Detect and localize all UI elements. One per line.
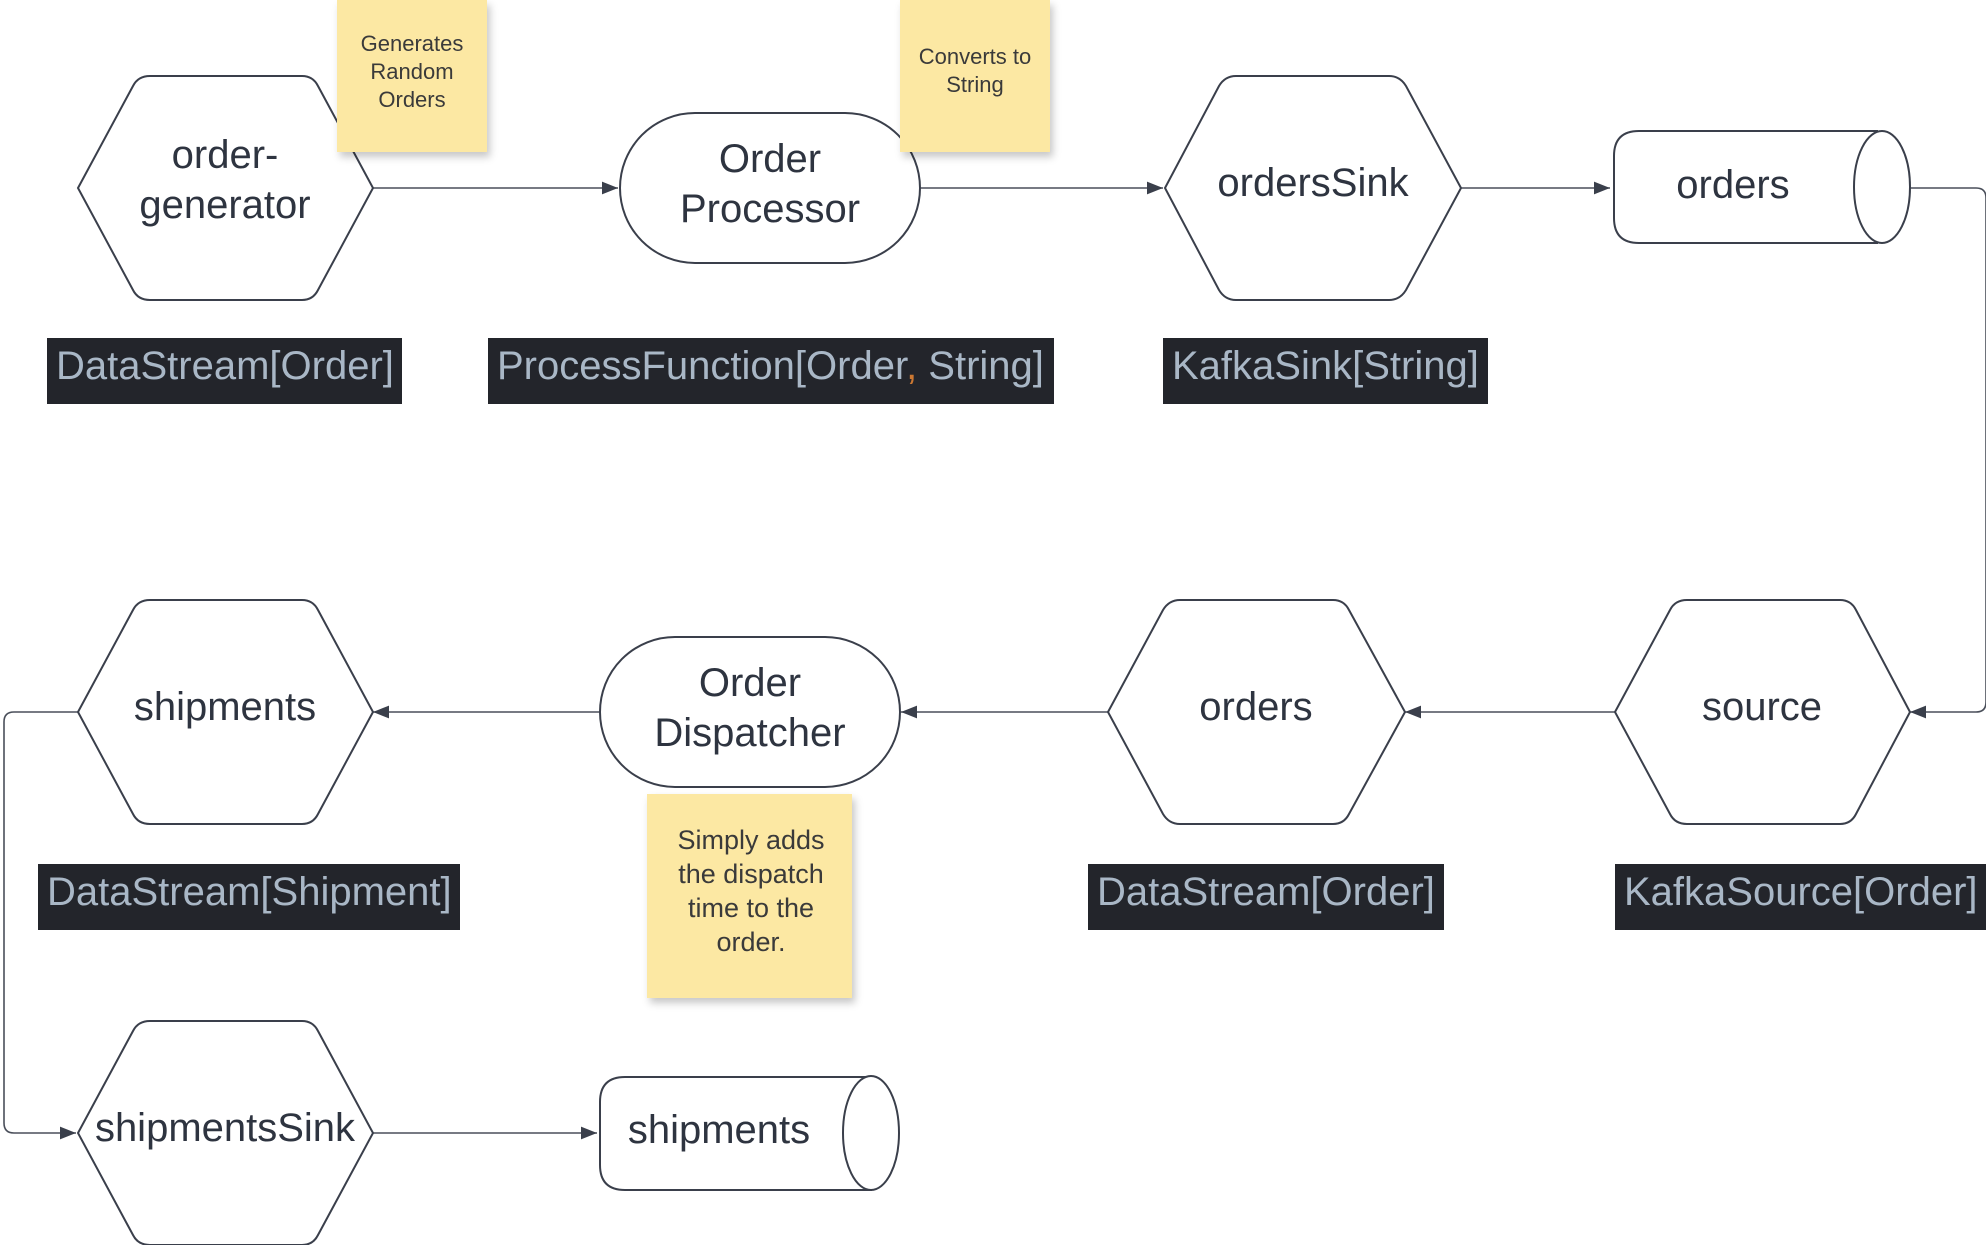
sticky-note-bg [337, 0, 487, 152]
sticky-note-converts-line2: String [946, 72, 1003, 97]
shipments-stream-label: shipments [134, 685, 316, 729]
sticky-note-generates[interactable]: Generates Random Orders [337, 0, 487, 152]
type-label-source: KafkaSource[Order] [1615, 864, 1986, 930]
orders-stream-node[interactable]: orders [1106, 599, 1407, 825]
type-label-sink-text: KafkaSink[String] [1172, 344, 1479, 388]
stadium-shape [599, 636, 901, 788]
sticky-note-bg [647, 794, 852, 998]
cylinder-body [1613, 130, 1878, 244]
orders-topic-label: orders [1676, 163, 1789, 207]
orders-topic-node[interactable]: orders [1613, 130, 1911, 244]
type-label-bg [488, 338, 1054, 404]
type-label-bg [38, 864, 460, 930]
order-dispatcher-node[interactable]: Order Dispatcher [599, 636, 901, 788]
sticky-note-generates-line2: Random [370, 59, 453, 84]
orders-sink-node[interactable]: ordersSink [1163, 75, 1463, 301]
sticky-note-converts-line1: Converts to [919, 44, 1032, 69]
hexagon-shape [1163, 75, 1463, 301]
type-label-bg [1088, 864, 1444, 930]
type-label-shipments-stream-text: DataStream[Shipment] [47, 870, 452, 914]
type-label-bg [1163, 338, 1488, 404]
order-dispatcher-label-line2: Dispatcher [654, 711, 845, 755]
edge-orders-topic-to-source [1910, 187, 1986, 719]
hexagon-shape [76, 75, 375, 301]
sticky-note-converts[interactable]: Converts to String [900, 0, 1050, 152]
sticky-note-dispatch-line4: order. [716, 927, 785, 957]
source-node[interactable]: source [1613, 599, 1912, 825]
cylinder-cap [1853, 130, 1911, 244]
sticky-note-dispatch-line2: the dispatch [678, 859, 824, 889]
hexagon-shape [76, 1020, 375, 1245]
hexagon-shape [1106, 599, 1407, 825]
sticky-note-dispatch-line1: Simply adds [677, 825, 824, 855]
type-label-generator: DataStream[Order] [47, 338, 402, 404]
order-processor-node[interactable]: Order Processor [619, 112, 921, 264]
sticky-note-dispatch-line3: time to the [688, 893, 814, 923]
stadium-shape [619, 112, 921, 264]
cylinder-cap [842, 1075, 900, 1191]
sticky-note-generates-line3: Orders [378, 87, 445, 112]
sticky-note-bg [900, 0, 1050, 152]
type-label-processor-text: ProcessFunction[Order, String] [497, 344, 1044, 388]
shipments-topic-label: shipments [628, 1108, 810, 1152]
order-dispatcher-label: Order [699, 661, 801, 705]
type-label-sink: KafkaSink[String] [1163, 338, 1488, 404]
edge-shipments-to-shipmentssink [3, 711, 78, 1140]
type-label-orders-stream-text: DataStream[Order] [1097, 870, 1435, 914]
shipments-topic-node[interactable]: shipments [599, 1075, 900, 1191]
orders-sink-label: ordersSink [1217, 161, 1409, 205]
order-processor-label: Order [719, 137, 821, 181]
orders-stream-label: orders [1199, 685, 1312, 729]
type-label-processor: ProcessFunction[Order, String] [488, 338, 1054, 404]
type-label-bg [1615, 864, 1986, 930]
cylinder-body [599, 1076, 872, 1191]
type-label-bg [47, 338, 402, 404]
order-processor-label-line2: Processor [680, 187, 860, 231]
order-generator-node[interactable]: order- generator [76, 75, 375, 301]
type-label-shipments-stream: DataStream[Shipment] [38, 864, 460, 930]
order-generator-label-line2: generator [139, 183, 310, 227]
sticky-note-generates-line1: Generates [361, 31, 464, 56]
type-label-orders-stream: DataStream[Order] [1088, 864, 1444, 930]
type-label-generator-text: DataStream[Order] [56, 344, 394, 388]
shipments-sink-label: shipmentsSink [95, 1106, 356, 1150]
sticky-note-dispatch[interactable]: Simply adds the dispatch time to the ord… [647, 794, 852, 998]
source-label: source [1702, 685, 1822, 729]
hexagon-shape [76, 599, 375, 825]
shipments-sink-node[interactable]: shipmentsSink [76, 1020, 375, 1245]
order-generator-label: order- [172, 133, 279, 177]
hexagon-shape [1613, 599, 1912, 825]
shipments-stream-node[interactable]: shipments [76, 599, 375, 825]
type-label-source-text: KafkaSource[Order] [1624, 870, 1978, 914]
